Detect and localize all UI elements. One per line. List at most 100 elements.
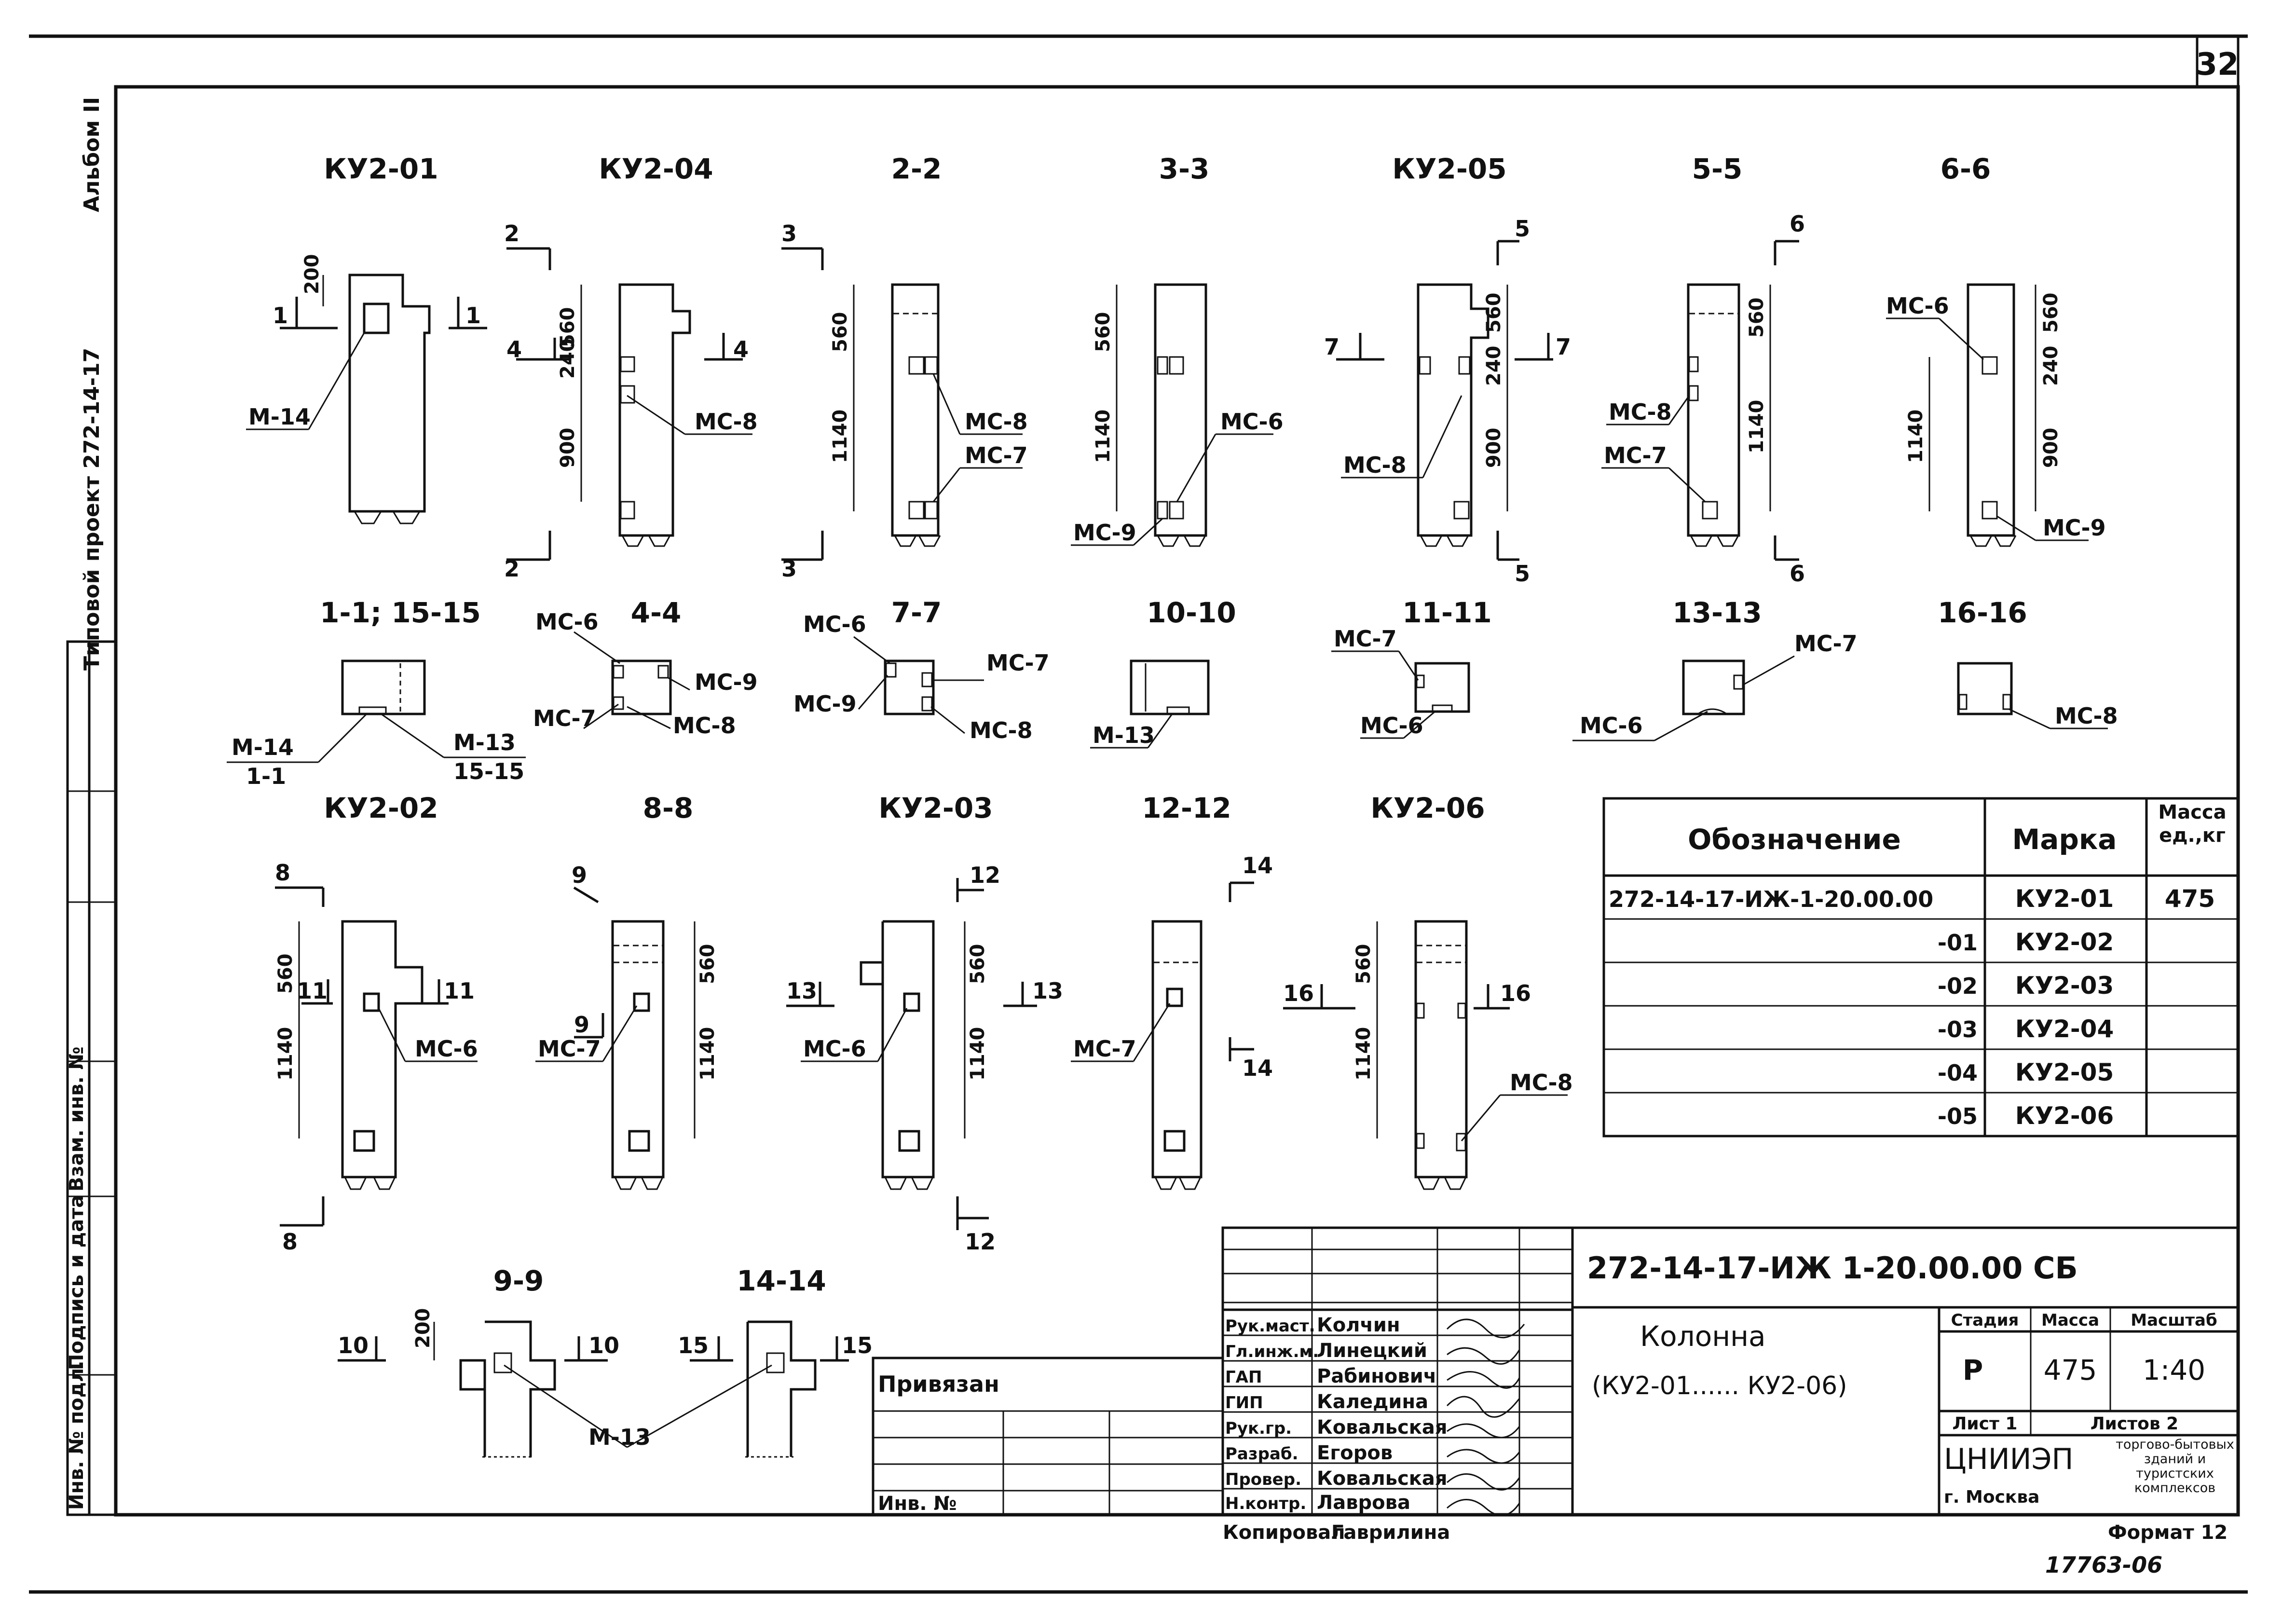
doc-subtitle: (КУ2-01...... КУ2-06) bbox=[1592, 1371, 1847, 1400]
left-stamp: Инв. № подл. Подпись и дата Взам. инв. № bbox=[66, 640, 117, 1516]
dim-1140: 1140 bbox=[829, 410, 851, 463]
callout-mc7: МС-7 bbox=[538, 1036, 601, 1062]
spec-row-mark: КУ2-05 bbox=[2015, 1058, 2114, 1086]
spec-row-designation: -05 bbox=[1938, 1103, 1978, 1129]
callout-mc6: МС-6 bbox=[1360, 713, 1423, 739]
callout-mc6: МС-6 bbox=[1886, 293, 1949, 319]
spec-header-mark: Марка bbox=[2012, 823, 2117, 856]
callout-mc7: МС-7 bbox=[1073, 1036, 1136, 1062]
staff-name: Линецкий bbox=[1317, 1340, 1427, 1362]
stamp-inv-label: Инв. № подл. bbox=[66, 1360, 88, 1510]
cut-7-right: 7 bbox=[1556, 334, 1571, 360]
m13-leader: М-13 bbox=[504, 1364, 772, 1450]
section-1-1: М-14 1-1 М-13 15-15 bbox=[227, 659, 526, 789]
staff-name: Каледина bbox=[1317, 1391, 1428, 1413]
cut-6-bottom: 6 bbox=[1790, 561, 1805, 587]
dim-560: 560 bbox=[697, 944, 719, 985]
column-ku2-01: 200 1 1 М-14 bbox=[246, 254, 487, 524]
callout-mc9: МС-9 bbox=[793, 691, 857, 717]
mass-value: 475 bbox=[2044, 1354, 2097, 1386]
dim-560: 560 bbox=[557, 307, 579, 348]
callout-m13: М-13 bbox=[588, 1424, 651, 1450]
dim-1140: 1140 bbox=[274, 1027, 297, 1081]
heading-section-6-6: 6-6 bbox=[1941, 152, 1991, 185]
spec-row-designation: -02 bbox=[1938, 973, 1978, 999]
heading-ku2-06: КУ2-06 bbox=[1370, 792, 1485, 824]
callout-mc7: МС-7 bbox=[533, 705, 596, 731]
dim-560: 560 bbox=[1092, 312, 1114, 353]
dim-560: 560 bbox=[1353, 944, 1375, 985]
heading-section-2-2: 2-2 bbox=[891, 152, 942, 185]
cut-14-top: 14 bbox=[1242, 852, 1273, 878]
callout-mc8: МС-8 bbox=[1609, 399, 1672, 425]
staff-role: ГАП bbox=[1225, 1368, 1262, 1387]
callout-mc9: МС-9 bbox=[695, 669, 758, 695]
column-ku2-02: 560 1140 8 8 11 11 МС-6 bbox=[274, 860, 478, 1255]
spec-row-mark: КУ2-04 bbox=[2015, 1015, 2114, 1043]
section-9-9: 200 10 10 bbox=[338, 1308, 619, 1458]
heading-section-13-13: 13-13 bbox=[1672, 596, 1762, 629]
heading-section-8-8: 8-8 bbox=[643, 792, 694, 824]
staff-name: Ковальская bbox=[1317, 1467, 1448, 1490]
cut-3-top: 3 bbox=[781, 220, 797, 247]
sheets-label: Листов 2 bbox=[2091, 1414, 2178, 1434]
cut-13-left: 13 bbox=[786, 978, 817, 1004]
staff-name: Егоров bbox=[1317, 1442, 1393, 1464]
callout-mc7: МС-7 bbox=[1334, 626, 1397, 652]
cut-12-top: 12 bbox=[970, 862, 1000, 888]
heading-ku2-03: КУ2-03 bbox=[878, 792, 993, 824]
cut-14-mid: 14 bbox=[1242, 1055, 1273, 1081]
dim-1140: 1140 bbox=[697, 1027, 719, 1081]
column-ku2-04: 560 240 900 4 4 2 2 МС-8 bbox=[504, 220, 758, 582]
cut-11-left: 11 bbox=[297, 978, 328, 1004]
heading-section-4-4: 4-4 bbox=[631, 596, 682, 629]
dim-240: 240 bbox=[1483, 346, 1505, 386]
staff-name: Колчин bbox=[1317, 1314, 1400, 1336]
project-label: Типовой проект 272-14-17 bbox=[80, 348, 104, 671]
staff-name: Рабинович bbox=[1317, 1365, 1436, 1387]
staff-role: ГИП bbox=[1225, 1393, 1263, 1412]
heading-ku2-05: КУ2-05 bbox=[1392, 152, 1506, 185]
cut-9-mid: 9 bbox=[574, 1012, 589, 1038]
section-3-3: 560 1140 МС-6 МС-9 bbox=[1071, 283, 1284, 547]
callout-mc7: МС-7 bbox=[1794, 631, 1858, 657]
stamp-sign-label: Подпись и дата bbox=[66, 1195, 88, 1370]
staff-role: Рук.маст. bbox=[1225, 1316, 1315, 1336]
scale-label: Масштаб bbox=[2131, 1311, 2217, 1330]
callout-mc7: МС-7 bbox=[1604, 442, 1667, 468]
section-16-16: МС-8 bbox=[1957, 662, 2118, 729]
dim-1140: 1140 bbox=[1905, 410, 1927, 463]
section-10-10: М-13 bbox=[1090, 659, 1210, 749]
heading-section-9-9: 9-9 bbox=[493, 1264, 544, 1297]
sheet-number-box: 32 bbox=[2196, 35, 2240, 88]
dim-560: 560 bbox=[967, 944, 989, 985]
column-ku2-03: 560 1140 12 12 13 13 МС-6 bbox=[786, 862, 1063, 1255]
cut-1-right: 1 bbox=[465, 302, 481, 329]
heading-section-7-7: 7-7 bbox=[891, 596, 942, 629]
cut-4-right: 4 bbox=[733, 336, 749, 362]
dim-560: 560 bbox=[274, 954, 297, 994]
spec-row-mass: 475 bbox=[2165, 885, 2215, 913]
heading-ku2-01: КУ2-01 bbox=[324, 152, 438, 185]
sheet-number: 32 bbox=[2196, 47, 2239, 82]
callout-mc6: МС-6 bbox=[803, 611, 866, 637]
dim-900: 900 bbox=[1483, 428, 1505, 468]
dim-900: 900 bbox=[557, 428, 579, 468]
callout-m14: М-14 bbox=[248, 404, 311, 430]
spec-row-designation: -03 bbox=[1938, 1016, 1978, 1042]
callout-m14: М-14 bbox=[232, 734, 294, 760]
cut-15-right: 15 bbox=[842, 1332, 873, 1358]
linked-label: Привязан bbox=[878, 1371, 999, 1397]
callout-mc6: МС-6 bbox=[535, 609, 599, 635]
heading-section-14-14: 14-14 bbox=[737, 1264, 826, 1297]
spec-row-designation: -04 bbox=[1938, 1060, 1978, 1086]
heading-ku2-02: КУ2-02 bbox=[324, 792, 438, 824]
heading-section-3-3: 3-3 bbox=[1159, 152, 1210, 185]
org-city: г. Москва bbox=[1944, 1487, 2039, 1507]
callout-m13: М-13 bbox=[453, 729, 516, 755]
dim-1140: 1140 bbox=[1746, 400, 1768, 453]
dim-900: 900 bbox=[2040, 428, 2062, 468]
staff-name: Ковальская bbox=[1317, 1416, 1448, 1439]
stage-value: Р bbox=[1963, 1354, 1983, 1386]
cut-16-right: 16 bbox=[1500, 980, 1531, 1006]
